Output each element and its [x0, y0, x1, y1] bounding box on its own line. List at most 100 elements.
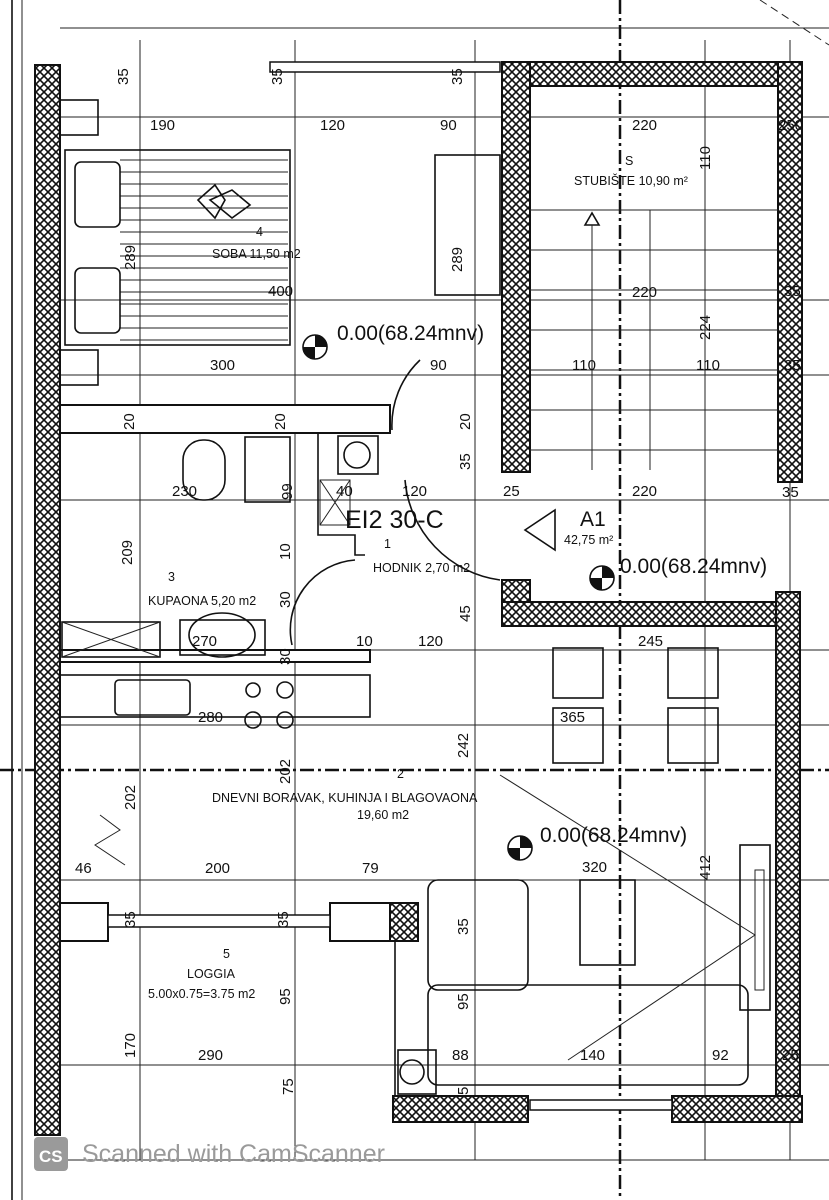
toilet	[182, 439, 226, 501]
dimension-label: 140	[580, 1047, 605, 1064]
room-name-kupaona: KUPAONA 5,20 m2	[148, 594, 256, 608]
dimension-label: 120	[418, 633, 443, 650]
stair-arrow-icon	[583, 211, 601, 226]
dimension-label: 35	[782, 484, 799, 501]
shower	[61, 621, 161, 658]
sofa	[427, 984, 749, 1086]
camscanner-logo-text: CS	[39, 1147, 63, 1166]
dimension-label: 99	[279, 483, 296, 500]
dimension-label: 110	[697, 146, 714, 170]
dimension-label: 365	[560, 709, 585, 726]
room-area-loggia: 5.00x0.75=3.75 m2	[148, 987, 255, 1001]
dimension-label: 90	[430, 357, 447, 374]
dimension-label: 245	[638, 633, 663, 650]
apartment-id: A1	[580, 508, 606, 531]
room-number: 3	[168, 570, 175, 584]
elevation-marker: 0.00(68.24mnv)	[507, 824, 687, 861]
dimension-label: 35	[784, 357, 801, 374]
room-name-soba: SOBA 11,50 m2	[212, 247, 301, 261]
elevation-marker: 0.00(68.24mnv)	[302, 322, 484, 360]
dimension-label: 35	[449, 68, 466, 85]
dimension-label: 95	[277, 988, 294, 1005]
dimension-label: 230	[172, 483, 197, 500]
dimension-label: 202	[122, 785, 139, 810]
dimension-label: 289	[122, 245, 139, 270]
pillow	[74, 161, 121, 228]
dimension-label: 289	[449, 247, 466, 272]
elevation-label: 0.00(68.24mnv)	[620, 555, 767, 578]
dimension-label: 46	[75, 860, 92, 877]
dimension-label: 95	[455, 993, 472, 1010]
room-name-dnevni: DNEVNI BORAVAK, KUHINJA I BLAGOVAONA	[212, 791, 478, 805]
elevation-markers: 0.00(68.24mnv) 0.00(68.24mnv) 0.00(68.24…	[302, 322, 767, 861]
dimension-label: 250	[778, 117, 803, 134]
dimension-label: 220	[632, 284, 657, 301]
room-labels: 4 SOBA 11,50 m2 S STUBIŠTE 10,90 m² 1 HO…	[148, 154, 688, 1001]
dimension-label: 320	[582, 859, 607, 876]
sheet-edges	[11, 0, 829, 1200]
elevation-label: 0.00(68.24mnv)	[337, 322, 484, 345]
nightstand	[59, 349, 99, 386]
dimension-label: 35	[455, 918, 472, 935]
dimension-label: 200	[205, 860, 230, 877]
dimension-label: 190	[150, 117, 175, 134]
room-number: 4	[256, 225, 263, 239]
room-number: S	[625, 154, 633, 168]
dimension-label: 412	[697, 855, 714, 880]
dimension-label: 110	[696, 357, 720, 374]
room-name-loggia: LOGGIA	[187, 967, 236, 981]
tv-unit	[739, 844, 771, 1011]
camscanner-logo-icon	[34, 1137, 68, 1171]
dimension-label: 220	[632, 483, 657, 500]
dimension-label: 220	[632, 117, 657, 134]
kitchen-counter	[59, 674, 371, 718]
chair	[667, 707, 719, 764]
stair-treads	[530, 209, 778, 470]
door-fire-rating-label: EI2 30-C	[345, 506, 444, 534]
decor-star-icon	[196, 183, 252, 220]
room-name-stubiste: STUBIŠTE 10,90 m²	[574, 173, 688, 188]
dimension-label: 35	[269, 68, 286, 85]
dimension-label: 224	[697, 315, 714, 340]
dimension-label: 92	[712, 1047, 729, 1064]
camscanner-watermark: CS Scanned with CamScanner	[34, 1137, 385, 1171]
doors	[289, 211, 601, 646]
dimension-label: 90	[440, 117, 457, 134]
dimension-label: 120	[320, 117, 345, 134]
dimension-label: 110	[572, 357, 596, 374]
chair	[552, 707, 604, 764]
dimension-label: 10	[356, 633, 373, 650]
sofa	[427, 879, 529, 991]
dimension-label: 20	[121, 413, 138, 430]
apartment-area: 42,75 m²	[564, 533, 613, 547]
dimension-label: 25	[782, 1047, 799, 1064]
dimension-label: 300	[210, 357, 235, 374]
dimension-label: 400	[268, 283, 293, 300]
dimension-label: 35	[122, 911, 139, 928]
bed	[64, 149, 291, 346]
wardrobe	[434, 154, 501, 296]
dimension-label: 79	[362, 860, 379, 877]
room-number: 5	[223, 947, 230, 961]
room-name-hodnik: HODNIK 2,70 m2	[373, 561, 470, 575]
dimension-label: 280	[198, 709, 223, 726]
nightstand	[59, 99, 99, 136]
furniture	[59, 99, 771, 1095]
dimension-label: 20	[457, 413, 474, 430]
dimension-label: 75	[280, 1078, 297, 1095]
room-area-dnevni: 19,60 m2	[357, 808, 409, 822]
room-number: 1	[384, 537, 391, 551]
dimension-label: 88	[452, 1047, 469, 1064]
dimension-label: 30	[277, 591, 294, 608]
dimension-label: 209	[119, 540, 136, 565]
dimension-label: 270	[192, 633, 217, 650]
dimension-label: 10	[277, 543, 294, 560]
pillow	[74, 267, 121, 334]
room-number: 2	[397, 767, 404, 781]
dimension-label: 170	[122, 1033, 139, 1058]
dimension-label: 35	[275, 911, 292, 928]
watermark-text: Scanned with CamScanner	[82, 1140, 385, 1168]
washing-machine	[337, 435, 379, 475]
